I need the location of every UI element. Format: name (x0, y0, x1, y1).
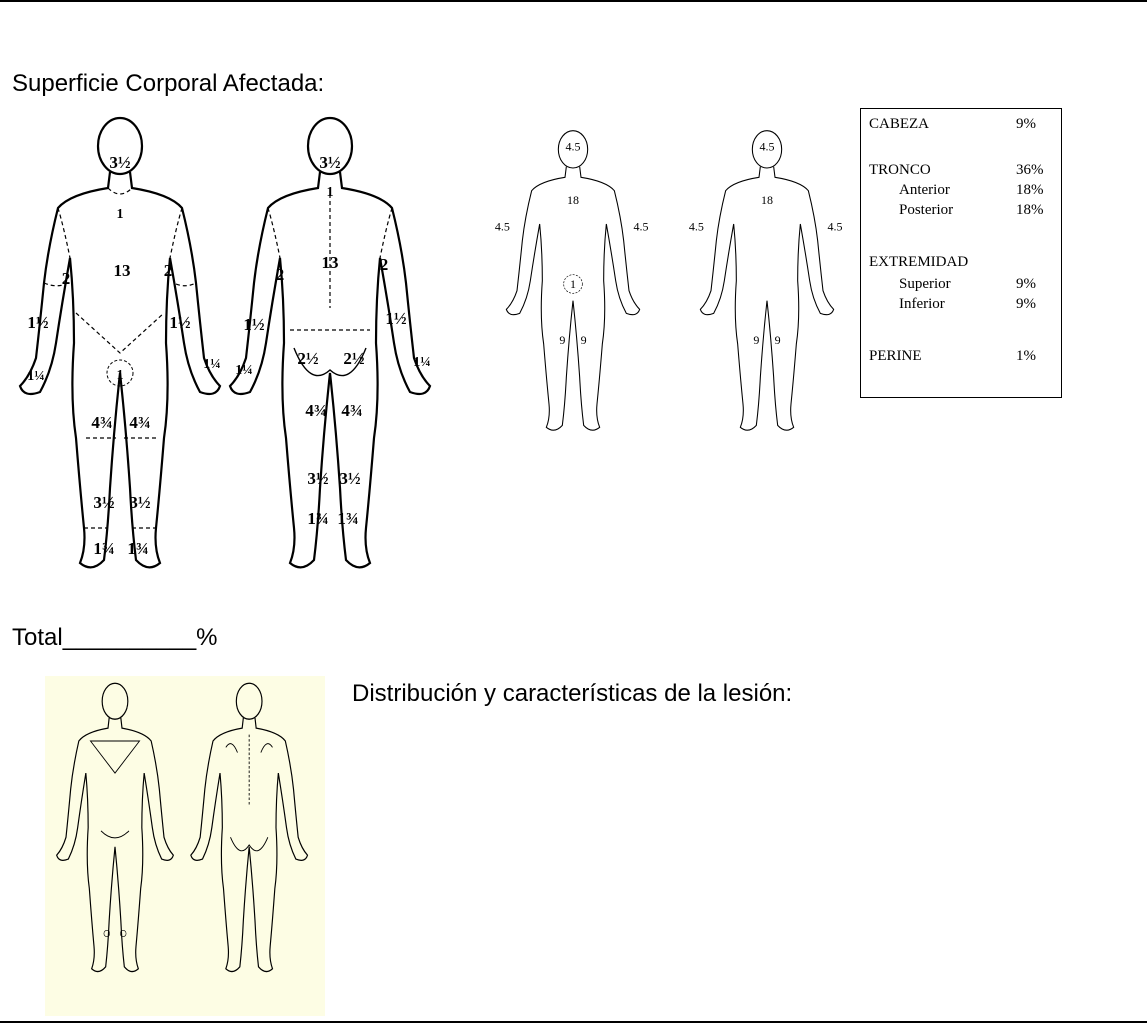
legend-value: 18% (1016, 201, 1044, 219)
legend-label: Superior (899, 275, 951, 293)
label-leg-right: 3½ (339, 469, 361, 488)
label-foot-left: 1¾ (93, 539, 114, 558)
label-thigh-left: 4¾ (91, 413, 112, 432)
nines-trunk: 18 (567, 193, 579, 207)
legend-label: Anterior (899, 181, 950, 199)
label-hand-left: 1¼ (235, 363, 253, 378)
label-hand-right: 1¼ (413, 355, 431, 370)
surface-heading: Superficie Corporal Afectada: (12, 70, 324, 98)
label-foot-right: 1¾ (127, 539, 148, 558)
label-thigh-left: 4¾ (305, 401, 326, 420)
nines-trunk: 18 (761, 193, 773, 207)
label-forearm-right: 1½ (385, 309, 407, 328)
nines-perineum: 1 (570, 277, 576, 291)
label-neck: 1 (327, 185, 334, 200)
label-thigh-right: 4¾ (341, 401, 362, 420)
label-leg-left: 3½ (93, 493, 115, 512)
label-trunk: 13 (322, 253, 339, 272)
label-neck: 1 (117, 207, 124, 222)
legend-value: 9% (1016, 115, 1036, 133)
label-upper-arm-right: 2 (164, 261, 173, 280)
nines-arm-right: 4.5 (828, 220, 843, 234)
distribution-heading: Distribución y características de la les… (352, 680, 792, 708)
label-genitals: 1 (117, 368, 124, 383)
legend-label: TRONCO (869, 161, 931, 179)
distribution-body-outlines (45, 676, 325, 1016)
label-thigh-right: 4¾ (129, 413, 150, 432)
nines-leg-left: 9 (753, 333, 759, 347)
legend-label: EXTREMIDAD (869, 253, 968, 271)
label-leg-left: 3½ (307, 469, 329, 488)
lund-browder-back-figure: 3½ 1 13 2 2 1½ 1½ 1¼ 1¼ 2½ 2½ 4¾ 4¾ 3½ 3… (210, 108, 450, 588)
distribution-diagram-panel (45, 676, 325, 1016)
label-hand-left: 1¼ (27, 369, 45, 384)
label-forearm-right: 1½ (169, 313, 191, 332)
legend-label: CABEZA (869, 115, 929, 133)
label-upper-arm-left: 2 (276, 265, 285, 284)
total-field[interactable]: Total__________% (12, 624, 218, 652)
nines-arm-left: 4.5 (495, 220, 510, 234)
label-trunk: 13 (114, 261, 131, 280)
rule-of-nines-back-figure: 4.5 18 4.5 4.5 9 9 (672, 124, 862, 444)
label-foot-right: 1¾ (337, 509, 358, 528)
rule-of-nines-front-figure: 4.5 18 4.5 4.5 1 9 9 (478, 124, 668, 444)
label-upper-arm-left: 2 (62, 269, 71, 288)
nines-head: 4.5 (760, 140, 775, 154)
legend-label: Posterior (899, 201, 953, 219)
legend-value: 9% (1016, 275, 1036, 293)
label-foot-left: 1¾ (307, 509, 328, 528)
label-upper-arm-right: 2 (380, 255, 389, 274)
label-leg-right: 3½ (129, 493, 151, 512)
nines-arm-right: 4.5 (634, 220, 649, 234)
legend-label: PERINE (869, 347, 922, 365)
legend-value: 18% (1016, 181, 1044, 199)
body-surface-legend: CABEZA 9% TRONCO 36% Anterior 18% Posterior… (860, 108, 1062, 398)
legend-value: 1% (1016, 347, 1036, 365)
legend-label: Inferior (899, 295, 945, 313)
label-head: 3½ (109, 153, 131, 172)
nines-head: 4.5 (566, 140, 581, 154)
legend-value: 9% (1016, 295, 1036, 313)
label-forearm-left: 1½ (27, 313, 49, 332)
label-buttock-left: 2½ (297, 349, 319, 368)
legend-value: 36% (1016, 161, 1044, 179)
label-head: 3½ (319, 153, 341, 172)
top-rule (0, 0, 1147, 2)
nines-leg-right: 9 (775, 333, 781, 347)
nines-leg-right: 9 (581, 333, 587, 347)
label-forearm-left: 1½ (243, 315, 265, 334)
nines-leg-left: 9 (559, 333, 565, 347)
nines-arm-left: 4.5 (689, 220, 704, 234)
lund-browder-front-figure: 3½ 1 13 2 2 1½ 1½ 1¼ 1¼ 1 4¾ 4¾ 3½ 3½ 1¾… (0, 108, 240, 588)
label-buttock-right: 2½ (343, 349, 365, 368)
bottom-rule (0, 1021, 1147, 1023)
